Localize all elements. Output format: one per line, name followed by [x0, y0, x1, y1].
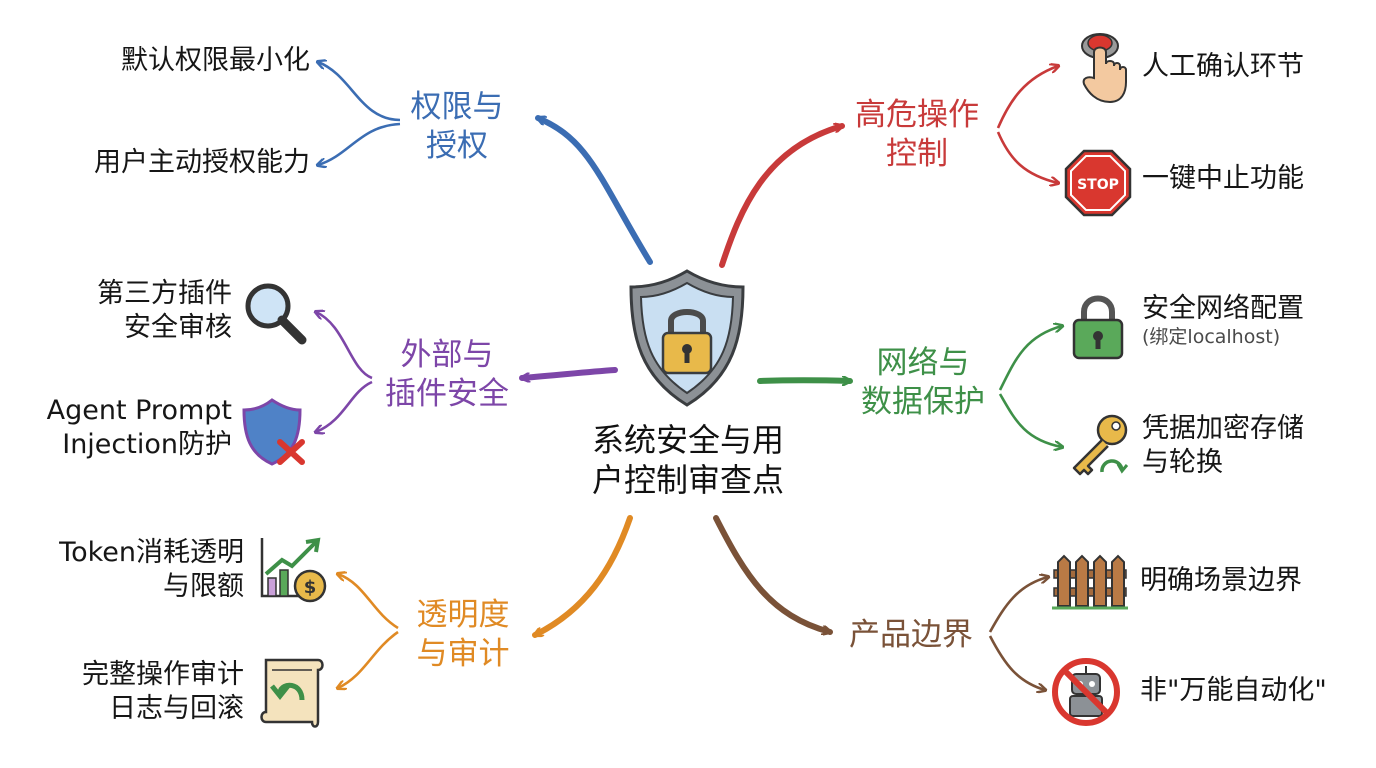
branch-permissions: 权限与 授权 — [392, 88, 522, 166]
shield-lock-icon — [629, 269, 745, 407]
leaf-network-config-line1: 安全网络配置 — [1142, 293, 1304, 324]
scroll-undo-icon — [260, 658, 324, 728]
center-title-line2: 户控制审查点 — [591, 461, 784, 499]
leaf-token-transparency-line2: 与限额 — [163, 570, 244, 602]
leaf-network-config-sub: (绑定localhost) — [1142, 325, 1281, 348]
leaf-audit-log-line2: 日志与回滚 — [109, 692, 244, 724]
shield-x-icon — [242, 398, 305, 466]
arrow-to-network — [757, 380, 853, 381]
branch-permissions-line2: 授权 — [426, 127, 488, 164]
leaf-plugin-audit-line2: 安全审核 — [124, 311, 232, 343]
branch-network: 网络与 数据保护 — [848, 344, 998, 422]
leaf-credential-rotation-line2: 与轮换 — [1142, 446, 1223, 478]
leaf-kill-switch: 一键中止功能 — [1142, 163, 1304, 194]
branch-high-risk-line1: 高危操作 — [855, 97, 979, 133]
branch-network-line2: 数据保护 — [861, 383, 985, 420]
center-title-line1: 系统安全与用 — [591, 421, 784, 459]
branch-network-line1: 网络与 — [876, 345, 970, 381]
leaf-prompt-injection-line2: Injection防护 — [62, 428, 232, 460]
leaf-token-transparency: Token消耗透明 与限额 — [30, 536, 244, 604]
key-rotate-icon — [1072, 414, 1129, 476]
leaf-network-config: 安全网络配置 (绑定localhost) — [1142, 292, 1304, 350]
leaf-user-authorization: 用户主动授权能力 — [94, 147, 310, 178]
branch-high-risk: 高危操作 控制 — [842, 96, 992, 174]
arrow-to-product — [713, 515, 830, 632]
leaf-least-privilege: 默认权限最小化 — [121, 45, 310, 76]
stop-sign-icon: STOP — [1064, 149, 1132, 217]
branch-plugins-line1: 外部与 — [400, 337, 494, 373]
branch-transparency-line2: 与审计 — [416, 635, 510, 672]
leaf-audit-log: 完整操作审计 日志与回滚 — [30, 658, 244, 726]
leaf-token-transparency-line1: Token消耗透明 — [59, 537, 244, 568]
leaf-not-universal: 非"万能自动化" — [1140, 675, 1327, 706]
branch-product-line1: 产品边界 — [849, 617, 973, 653]
leaf-credential-rotation: 凭据加密存储 与轮换 — [1142, 412, 1304, 480]
branch-transparency: 透明度 与审计 — [398, 596, 528, 674]
branch-plugins: 外部与 插件安全 — [372, 336, 522, 414]
branch-plugins-line2: 插件安全 — [385, 375, 509, 412]
coin-symbol: $ — [304, 577, 317, 598]
arrow-to-transparency — [535, 515, 633, 638]
branch-permissions-line1: 权限与 — [410, 89, 504, 125]
leaf-prompt-injection-line1: Agent Prompt — [46, 395, 232, 426]
arrow-to-high-risk — [719, 126, 842, 268]
stop-sign-text: STOP — [1077, 177, 1119, 193]
padlock-icon — [1072, 295, 1124, 360]
hand-press-button-icon — [1081, 33, 1127, 104]
leaf-credential-rotation-line1: 凭据加密存储 — [1142, 413, 1304, 444]
no-robot-icon — [1052, 658, 1120, 726]
magnifier-icon — [245, 283, 307, 345]
leaf-prompt-injection: Agent Prompt Injection防护 — [20, 394, 232, 462]
leaf-plugin-audit: 第三方插件 安全审核 — [40, 277, 232, 345]
arrow-to-plugins — [519, 367, 618, 378]
arrow-to-permissions — [538, 115, 653, 265]
center-title: 系统安全与用 户控制审查点 — [540, 420, 836, 500]
branch-high-risk-line2: 控制 — [886, 135, 948, 172]
branch-product: 产品边界 — [836, 616, 986, 655]
branch-transparency-line1: 透明度 — [416, 597, 510, 633]
chart-coin-icon: $ — [260, 537, 327, 603]
fence-icon — [1052, 554, 1128, 610]
leaf-plugin-audit-line1: 第三方插件 — [97, 278, 232, 309]
leaf-human-confirm: 人工确认环节 — [1142, 51, 1304, 82]
leaf-scope-boundary: 明确场景边界 — [1140, 565, 1302, 596]
leaf-audit-log-line1: 完整操作审计 — [82, 659, 244, 690]
